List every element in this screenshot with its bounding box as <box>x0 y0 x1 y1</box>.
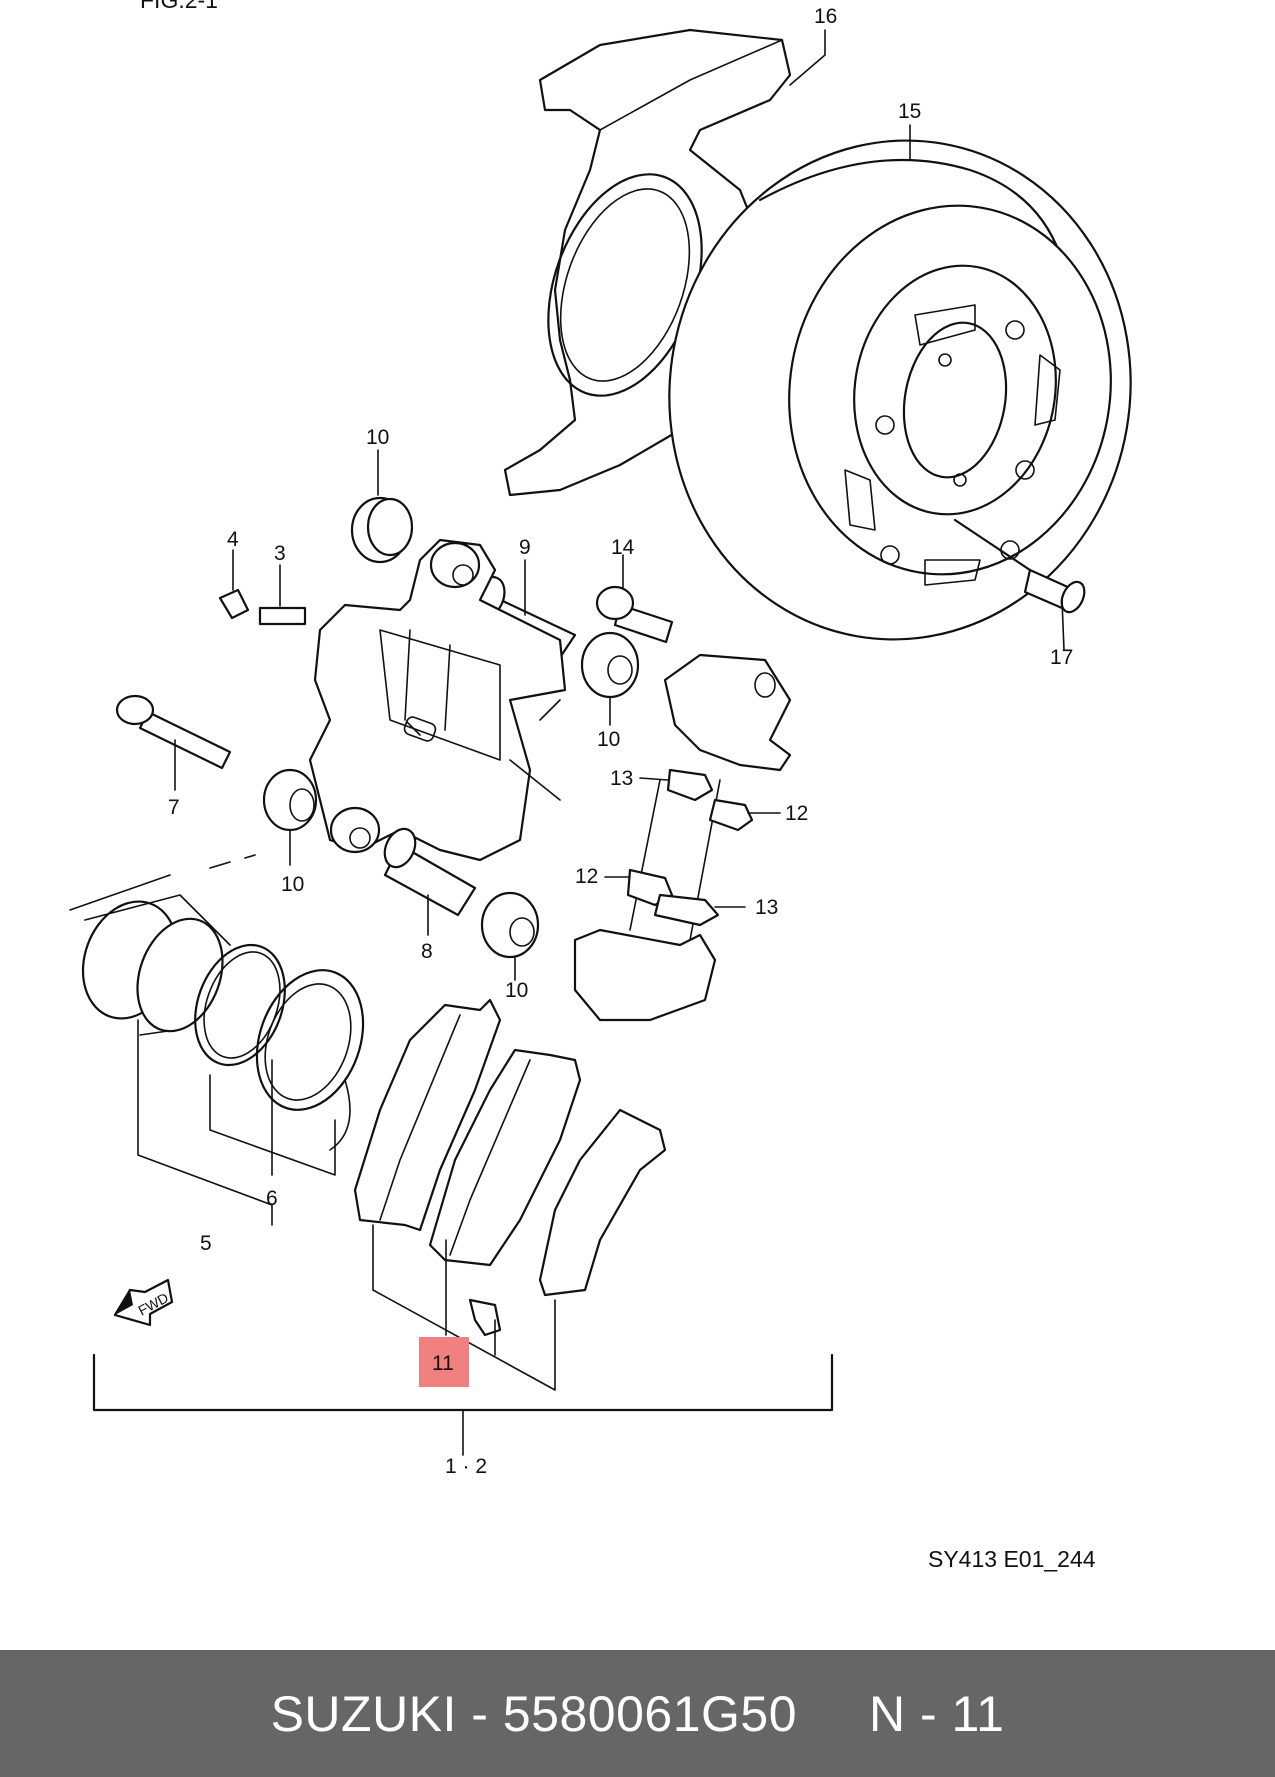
boot-seal-part <box>255 969 365 1151</box>
callout-16: 16 <box>814 5 837 28</box>
callout-4: 4 <box>227 528 239 551</box>
pad-shim-part <box>538 1108 667 1297</box>
part-number-caption: SUZUKI - 5580061G50 N - 11 <box>270 1685 1005 1742</box>
callout-7: 7 <box>168 796 180 819</box>
boot-part-top <box>350 449 414 564</box>
figure-header-fragment: FIG.2-1 <box>140 0 218 13</box>
bleeder-plug-part <box>258 564 307 626</box>
callout-10-upper-right: 10 <box>597 728 620 751</box>
piston-leader-line <box>69 854 256 911</box>
callout-15: 15 <box>898 100 921 123</box>
callout-13-upper: 13 <box>610 767 633 790</box>
carrier-bolt-part <box>595 554 674 644</box>
caliper-body-part <box>308 538 567 862</box>
callout-12-lower: 12 <box>575 865 598 888</box>
callout-3: 3 <box>274 542 286 565</box>
fwd-arrow-icon: FWD <box>113 1278 174 1327</box>
callout-17: 17 <box>1050 646 1073 669</box>
caliper-carrier-part <box>573 653 792 1022</box>
callout-10-top: 10 <box>366 426 389 449</box>
pad-clip-parts <box>604 768 781 927</box>
callout-12-upper: 12 <box>785 802 808 825</box>
boot-part-upper-right <box>580 631 640 726</box>
callout-10-left: 10 <box>281 873 304 896</box>
diagram-reference-code: SY413 E01_244 <box>928 1546 1096 1572</box>
piston-part <box>81 894 231 1036</box>
pad-spring-part <box>468 1298 502 1337</box>
part-info-footer: SUZUKI - 5580061G50 N - 11 <box>0 1650 1275 1777</box>
callout-10-lower: 10 <box>505 979 528 1002</box>
part-11-highlight <box>419 1337 469 1387</box>
parts-diagram: FIG.2-1 <box>69 0 1132 1572</box>
brake-disc-part <box>668 139 1132 641</box>
callout-8: 8 <box>421 940 433 963</box>
callout-9: 9 <box>519 536 531 559</box>
callout-14: 14 <box>611 536 635 559</box>
bleeder-cap-part <box>218 549 250 620</box>
disc-screw-part <box>953 518 1086 651</box>
caliper-bolt-part <box>115 694 232 791</box>
callout-13-lower: 13 <box>755 896 778 919</box>
guide-pin-part-lower <box>383 827 477 936</box>
inner-pad-part <box>353 998 502 1232</box>
boot-part-left <box>262 768 318 866</box>
outer-pad-part <box>428 1048 582 1267</box>
callout-1-2: 1 · 2 <box>445 1455 487 1478</box>
callout-11: 11 <box>432 1352 454 1375</box>
callout-6: 6 <box>266 1187 278 1210</box>
callout-5: 5 <box>200 1232 212 1255</box>
leader-lines <box>92 29 911 1456</box>
boot-part-lower <box>480 891 540 981</box>
